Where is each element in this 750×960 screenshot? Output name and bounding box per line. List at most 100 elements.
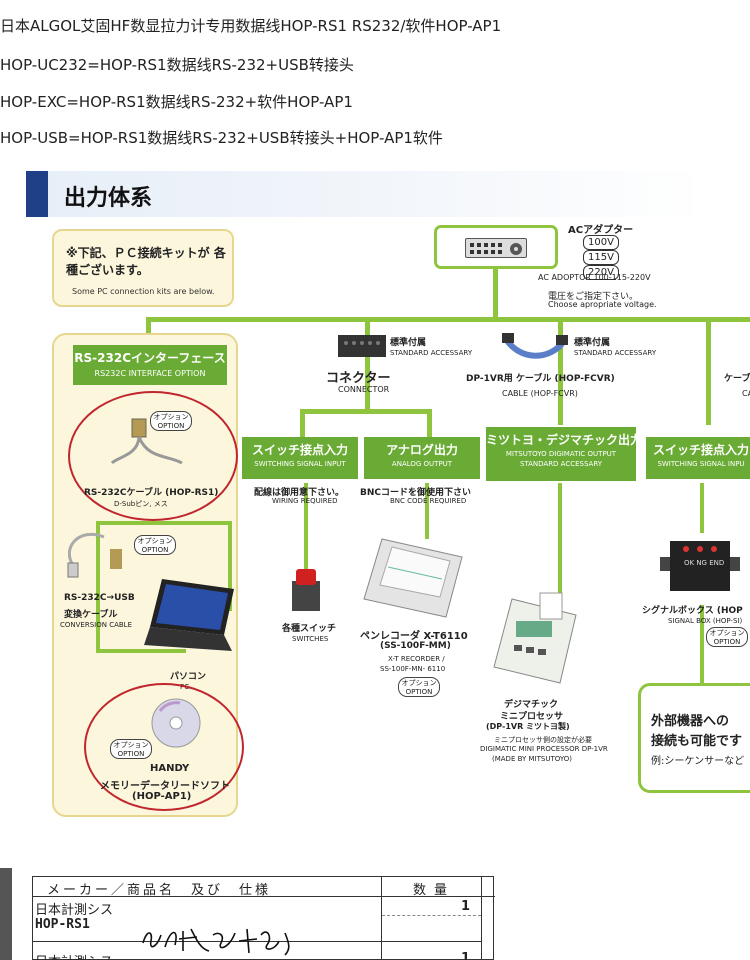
software-label-3: (HOP-AP1) bbox=[132, 791, 192, 802]
mitutoyo-drop-line bbox=[558, 317, 563, 425]
row1-maker: 日本計測シス bbox=[35, 903, 114, 918]
option-label: オプション bbox=[401, 679, 437, 687]
wiring-note: 配線は御用意下さい。 bbox=[254, 488, 345, 498]
ac-adapter-label: ACアダプター bbox=[568, 225, 634, 236]
analog-output-badge: アナログ出力 ANALOG OUTPUT bbox=[364, 437, 480, 479]
rs232-cable-icon bbox=[108, 417, 188, 471]
digimatic-processor-icon bbox=[488, 591, 584, 691]
pc-bottom-line bbox=[96, 649, 186, 653]
row2-maker: 日本計測シス bbox=[35, 951, 113, 960]
mitutoyo-output-sub-2: STANDARD ACCESSARY bbox=[519, 460, 603, 468]
switch-icon bbox=[286, 567, 326, 621]
pc-kit-note: ※下記、ＰＣ接続キットが 各種ございます。 Some PC connection… bbox=[52, 229, 234, 307]
order-table: メーカー／商品名 及び 仕様 数量 日本計測シス HOP-RS1 1 日本計測シ… bbox=[32, 876, 495, 960]
rs232-badge-sub: RS232C INTERFACE OPTION bbox=[94, 369, 206, 378]
spec-line-3: HOP-EXC=HOP-RS1数据线RS-232+软件HOP-AP1 bbox=[0, 93, 353, 111]
recorder-en-2: SS-100F-MN- 6110 bbox=[380, 665, 446, 673]
connector-label-en: CONNECTOR bbox=[338, 385, 390, 394]
right-drop-line bbox=[706, 317, 711, 425]
digimatic-en-1: DIGIMATIC MINI PROCESSOR DP-1VR bbox=[480, 745, 608, 753]
connector-drop-line bbox=[365, 317, 370, 413]
option-label: オプション bbox=[153, 413, 189, 421]
connector-std-label-en: STANDARD ACCESSARY bbox=[390, 349, 473, 357]
row1-model: HOP-RS1 bbox=[35, 917, 90, 932]
digimatic-label-1: デジマチック bbox=[504, 700, 559, 710]
spec-line-2: HOP-UC232=HOP-RS1数据线RS-232+USB转接头 bbox=[0, 56, 354, 74]
form-margin-bar bbox=[0, 868, 12, 960]
mitutoyo-wire bbox=[558, 483, 562, 593]
external-device-title: 外部機器への接続も可能です bbox=[651, 712, 742, 752]
option-label-en: OPTION bbox=[405, 688, 433, 696]
bnc-note-en: BNC CODE REQUIRED bbox=[390, 497, 467, 505]
right-wire bbox=[700, 483, 704, 533]
order-table-header: メーカー／商品名 及び 仕様 数量 bbox=[33, 877, 495, 898]
diagram-title: 出力体系 bbox=[64, 186, 153, 211]
connector-icon bbox=[336, 333, 388, 363]
row-divider bbox=[33, 941, 481, 942]
switch-input-badge-2: スイッチ接点入力 SWITCHING SIGNAL INPU bbox=[646, 437, 750, 479]
switch-input-2-title: スイッチ接点入力 bbox=[652, 443, 749, 457]
ac-voltages: 100V 115V 220V bbox=[583, 235, 619, 280]
ac-adapter-en: AC ADOPTOR 100-115-220V bbox=[538, 273, 651, 282]
handwritten-note bbox=[142, 928, 290, 956]
signal-box-label: シグナルボックス (HOP bbox=[642, 606, 743, 616]
ext-line-1: 外部機器への bbox=[651, 714, 730, 729]
recorder-label-2: (SS-100F-MM) bbox=[380, 641, 451, 651]
row1-quantity: 1 bbox=[461, 899, 471, 914]
output-system-diagram: 出力体系 ※下記、ＰＣ接続キットが 各種ございます。 Some PC conne… bbox=[0, 165, 750, 830]
main-bus-line bbox=[146, 317, 750, 322]
rs232-cable-label: RS-232Cケーブル (HOP-RS1) bbox=[84, 488, 219, 498]
header-accent-bar bbox=[26, 171, 48, 217]
switch-input-2-sub: SWITCHING SIGNAL INPU bbox=[657, 460, 745, 468]
note-en: Some PC connection kits are below. bbox=[72, 287, 215, 296]
switch-drop-line bbox=[300, 409, 305, 439]
spec-line-4: HOP-USB=HOP-RS1数据线RS-232+USB转接头+HOP-AP1软… bbox=[0, 129, 443, 147]
recorder-label: ペンレコーダ X-T6110 bbox=[360, 631, 468, 642]
switch-wire bbox=[304, 483, 308, 571]
rs232-badge: RS-232Cインターフェース RS232C INTERFACE OPTION bbox=[73, 345, 227, 385]
ac-voltage-note: 電圧をご指定下さい。 bbox=[548, 292, 639, 302]
rs232-cable-highlight bbox=[68, 391, 238, 521]
left-drop-line bbox=[146, 317, 151, 337]
analog-output-sub: ANALOG OUTPUT bbox=[391, 460, 453, 468]
software-label-2: メモリーデータリードソフト bbox=[100, 781, 230, 792]
usb-conversion-cable-icon bbox=[60, 527, 140, 591]
option-label: オプション bbox=[137, 537, 173, 545]
digimatic-label-4: ミニプロセッサ側の設定が必要 bbox=[494, 736, 592, 744]
pc-label: パソコン bbox=[170, 672, 207, 682]
ac-voltage-note-en: Choose apropriate voltage. bbox=[548, 300, 657, 309]
header-quantity: 数量 bbox=[413, 883, 456, 898]
mitutoyo-output-badge: ミツトヨ・デジマチック出力 MITSUTOYO DIGIMATIC OUTPUT… bbox=[486, 427, 643, 481]
right-cable-label-en: CA bbox=[742, 389, 750, 398]
usb-conv-label-2: 変換ケーブル bbox=[64, 610, 118, 620]
right-cable-label: ケーブ bbox=[724, 374, 750, 384]
pc-top-line bbox=[96, 521, 232, 525]
analog-output-title: アナログ出力 bbox=[386, 443, 458, 457]
recorder-en-1: X-T RECORDER / bbox=[388, 655, 445, 663]
voltage-115: 115V bbox=[583, 250, 619, 265]
signal-box-label-en: SIGNAL BOX (HOP-SI) bbox=[668, 617, 743, 625]
spec-line-1: 日本ALGOL艾固HF数显拉力计专用数据线HOP-RS1 RS232/软件HOP… bbox=[0, 17, 502, 35]
option-label-en: OPTION bbox=[117, 750, 145, 758]
rs232-badge-title: RS-232Cインターフェース bbox=[74, 351, 226, 365]
option-label: オプション bbox=[709, 629, 745, 637]
note-jp: ※下記、ＰＣ接続キットが 各種ございます。 bbox=[66, 246, 226, 277]
dp-cable-label: DP-1VR用 ケーブル (HOP-FCVR) bbox=[466, 374, 615, 384]
digimatic-label-3: (DP-1VR ミツトヨ製) bbox=[486, 722, 570, 731]
dp-cable-std-label: 標準付属 bbox=[574, 338, 611, 348]
option-label-en: OPTION bbox=[141, 546, 169, 554]
voltage-220: 220V bbox=[583, 265, 619, 280]
connector-branch-line bbox=[300, 409, 432, 414]
mitutoyo-output-title: ミツトヨ・デジマチック出力 bbox=[486, 433, 643, 447]
signal-box-leds: OK NG END bbox=[684, 559, 725, 567]
pc-right-line bbox=[228, 521, 232, 611]
wiring-note-en: WIRING REQUIRED bbox=[272, 497, 338, 505]
rs232-cable-sub: D-Subピン, メス bbox=[114, 500, 168, 508]
laptop-icon bbox=[142, 575, 238, 663]
analog-drop-line bbox=[427, 409, 432, 439]
